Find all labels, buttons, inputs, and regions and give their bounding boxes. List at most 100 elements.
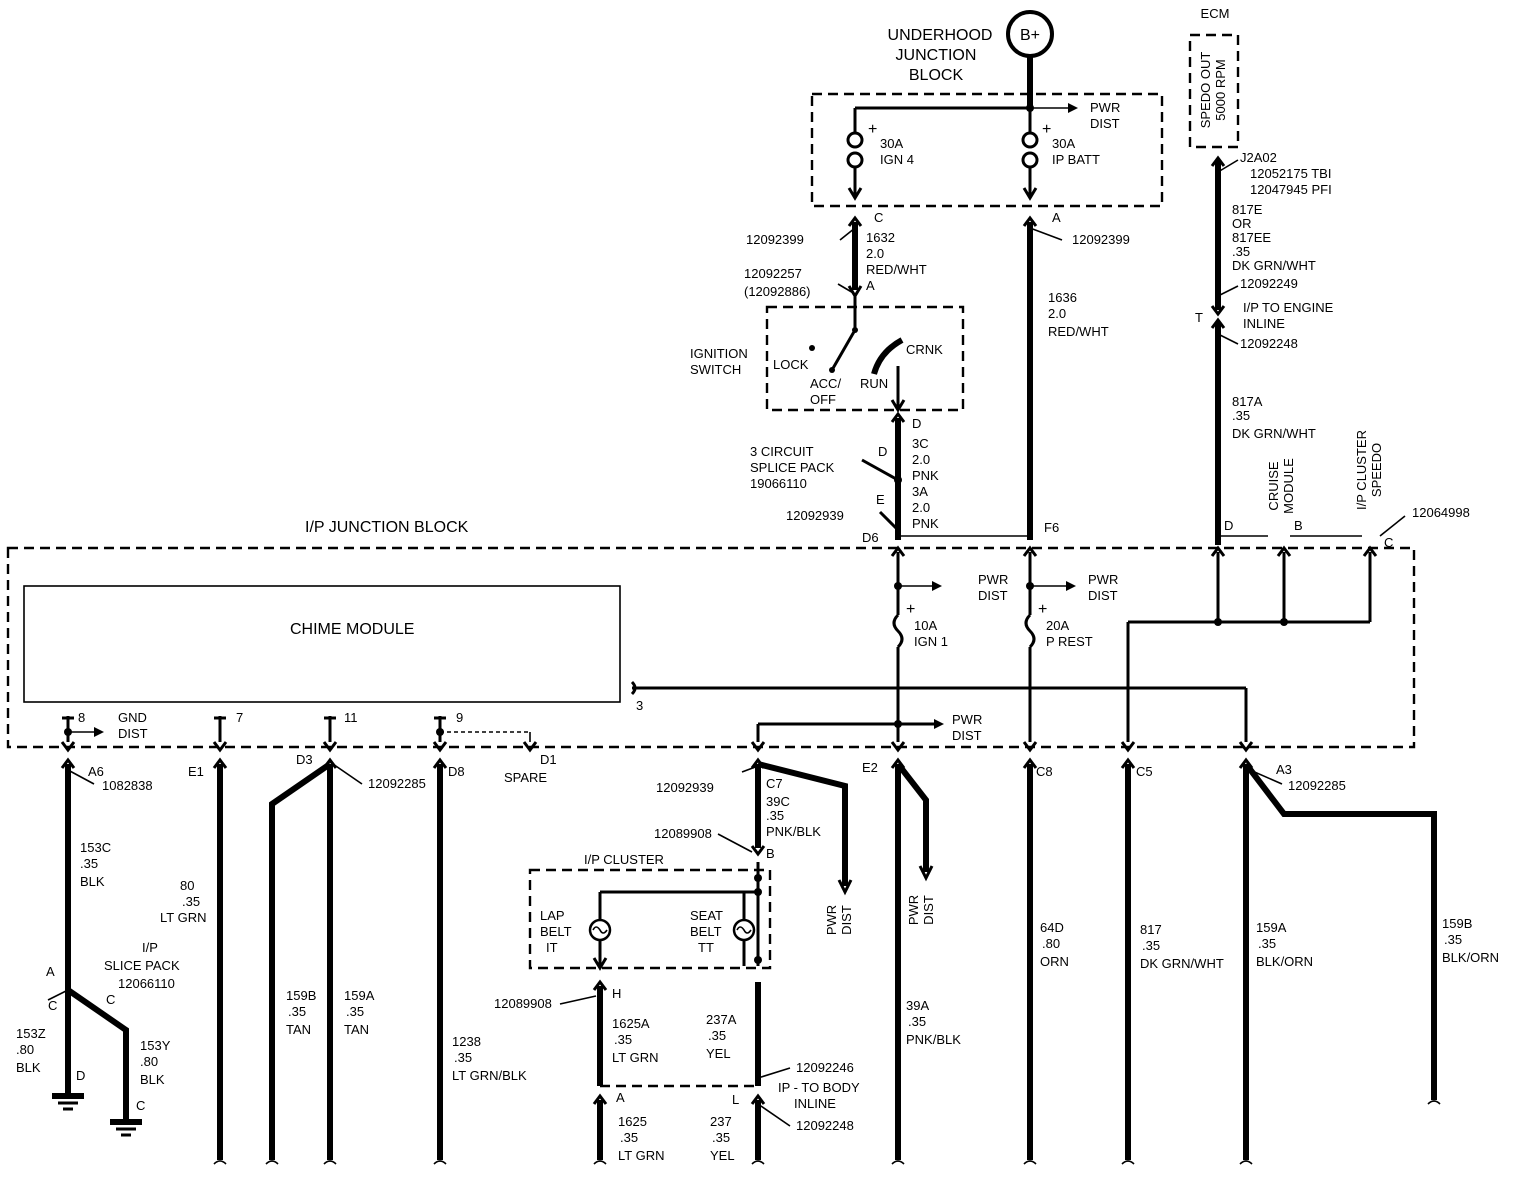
underhood-junction-block-box [810, 92, 1164, 208]
splice-pack-label: 3 CIRCUIT SPLICE PACK 19066110 [750, 444, 835, 491]
svg-text:J2A02: J2A02 [1240, 150, 1277, 165]
leader-line [741, 765, 759, 773]
svg-text:3 CIRCUIT: 3 CIRCUIT [750, 444, 814, 459]
leader-line [757, 1103, 791, 1127]
wire-153c-label: 153C .35 BLK [80, 840, 111, 889]
svg-text:BLK: BLK [16, 1060, 41, 1075]
leader-line [1217, 285, 1239, 297]
svg-text:2.0: 2.0 [912, 452, 930, 467]
svg-text:3A: 3A [912, 484, 928, 499]
wire-1238-label: 1238 .35 LT GRN/BLK [452, 1034, 527, 1083]
conn-a-lower: A [616, 1090, 625, 1105]
svg-text:12092249: 12092249 [1240, 276, 1298, 291]
svg-text:IP BATT: IP BATT [1052, 152, 1100, 167]
run-label: RUN [860, 376, 888, 391]
arrow-down-icon [837, 879, 853, 896]
lap-belt-label: LAP BELT IT [540, 908, 572, 955]
ecm-connector-label: J2A02 12052175 TBI 12047945 PFI [1240, 150, 1332, 197]
leader-line [757, 1067, 791, 1079]
p12089908-top: 12089908 [654, 826, 712, 841]
leader-line [878, 510, 900, 532]
splice-dot [1214, 618, 1222, 626]
svg-text:GND: GND [118, 710, 147, 725]
wire-159a-label: 159A .35 TAN [344, 988, 375, 1037]
svg-text:LAP: LAP [540, 908, 565, 923]
svg-text:IP - TO BODY: IP - TO BODY [778, 1080, 860, 1095]
chime-pin9: 9 [434, 710, 531, 742]
svg-text:12066110: 12066110 [118, 976, 175, 991]
svg-text:80: 80 [180, 878, 194, 893]
plus-sign: + [868, 121, 877, 138]
leader-line [67, 769, 95, 785]
acc-off-label: ACC/ OFF [810, 376, 841, 407]
svg-text:817E: 817E [1232, 202, 1263, 217]
svg-text:.80: .80 [1042, 936, 1060, 951]
wire-1636-label: 1636 2.0 RED/WHT [1048, 290, 1109, 339]
wire-64d-label: 64D .80 ORN [1040, 920, 1069, 969]
svg-text:TT: TT [698, 940, 714, 955]
arrow-down-icon [750, 741, 766, 753]
splice-a-label: A [46, 964, 55, 979]
ignition-switch-label: IGNITION SWITCH [690, 346, 748, 377]
conn-d8-label: D8 [448, 764, 465, 779]
seat-belt-label: SEAT BELT TT [690, 908, 723, 955]
svg-text:.35: .35 [1142, 938, 1160, 953]
splice-d-label: D [878, 444, 887, 459]
connector-icon [1022, 215, 1038, 227]
b-plus-label: B+ [1020, 27, 1040, 44]
fuse-ipbatt-label: 30A IP BATT [1052, 136, 1100, 167]
conn-l-label: L [732, 1092, 739, 1107]
splice-leader [861, 458, 899, 482]
lower-pwr-dist-label: PWR DIST [952, 712, 982, 743]
chime-pin11: 11 [324, 710, 358, 742]
svg-text:8: 8 [78, 710, 85, 725]
svg-text:IGNITION: IGNITION [690, 346, 748, 361]
svg-text:237: 237 [710, 1114, 732, 1129]
p12092285-left: 12092285 [368, 776, 426, 791]
svg-text:MODULE: MODULE [1281, 458, 1296, 514]
pwr-dist-right-label: PWR DIST [1088, 572, 1118, 603]
conn-b-cruise: B [1294, 518, 1303, 533]
arrow-down-icon [522, 741, 538, 753]
arrow-right-icon [934, 719, 944, 729]
splice-dot [754, 956, 762, 964]
leader-line [1379, 515, 1406, 537]
connector-icon [592, 1093, 608, 1105]
svg-text:LT GRN: LT GRN [612, 1050, 658, 1065]
fuse-ipbatt-icon [1021, 131, 1039, 169]
svg-text:.80: .80 [140, 1054, 158, 1069]
svg-text:DIST: DIST [1090, 116, 1120, 131]
arrow-right-icon [1066, 581, 1076, 591]
svg-text:.35: .35 [1258, 936, 1276, 951]
conn-e-label: E [876, 492, 885, 507]
svg-text:.35: .35 [454, 1050, 472, 1065]
plus-sign: + [1042, 121, 1051, 138]
ip-junction-block-box [6, 546, 1416, 749]
connector-icon [60, 757, 76, 769]
svg-text:9: 9 [456, 710, 463, 725]
ip-cluster-label: I/P CLUSTER [584, 852, 664, 867]
svg-text:PNK: PNK [912, 468, 939, 483]
connector-icon [630, 680, 637, 696]
leader-line [839, 227, 856, 241]
arrow-down-icon [592, 957, 608, 971]
conn-f6-label: F6 [1044, 520, 1059, 535]
svg-text:.35: .35 [1232, 244, 1250, 259]
svg-text:IT: IT [546, 940, 558, 955]
svg-text:(12092886): (12092886) [744, 284, 811, 299]
wire-817-label: 817 .35 DK GRN/WHT [1140, 922, 1224, 971]
svg-text:159A: 159A [344, 988, 375, 1003]
svg-text:2.0: 2.0 [866, 246, 884, 261]
ip-splice-pack-label: I/P SLICE PACK 12066110 [104, 940, 180, 991]
conn-a-switch: A [866, 278, 875, 293]
splice-leader [47, 989, 69, 1001]
conn-d-ecm: D [1224, 518, 1233, 533]
speedo-out-label: SPEDO OUT 5000 RPM [1198, 52, 1228, 129]
chime-pin7: 7 [214, 710, 243, 742]
fuse-prest-label: 20A P REST [1046, 618, 1093, 649]
connector-icon [847, 215, 863, 227]
conn-d1-label: D1 [540, 752, 557, 767]
svg-text:TAN: TAN [286, 1022, 311, 1037]
ip-cluster-box [528, 868, 772, 970]
